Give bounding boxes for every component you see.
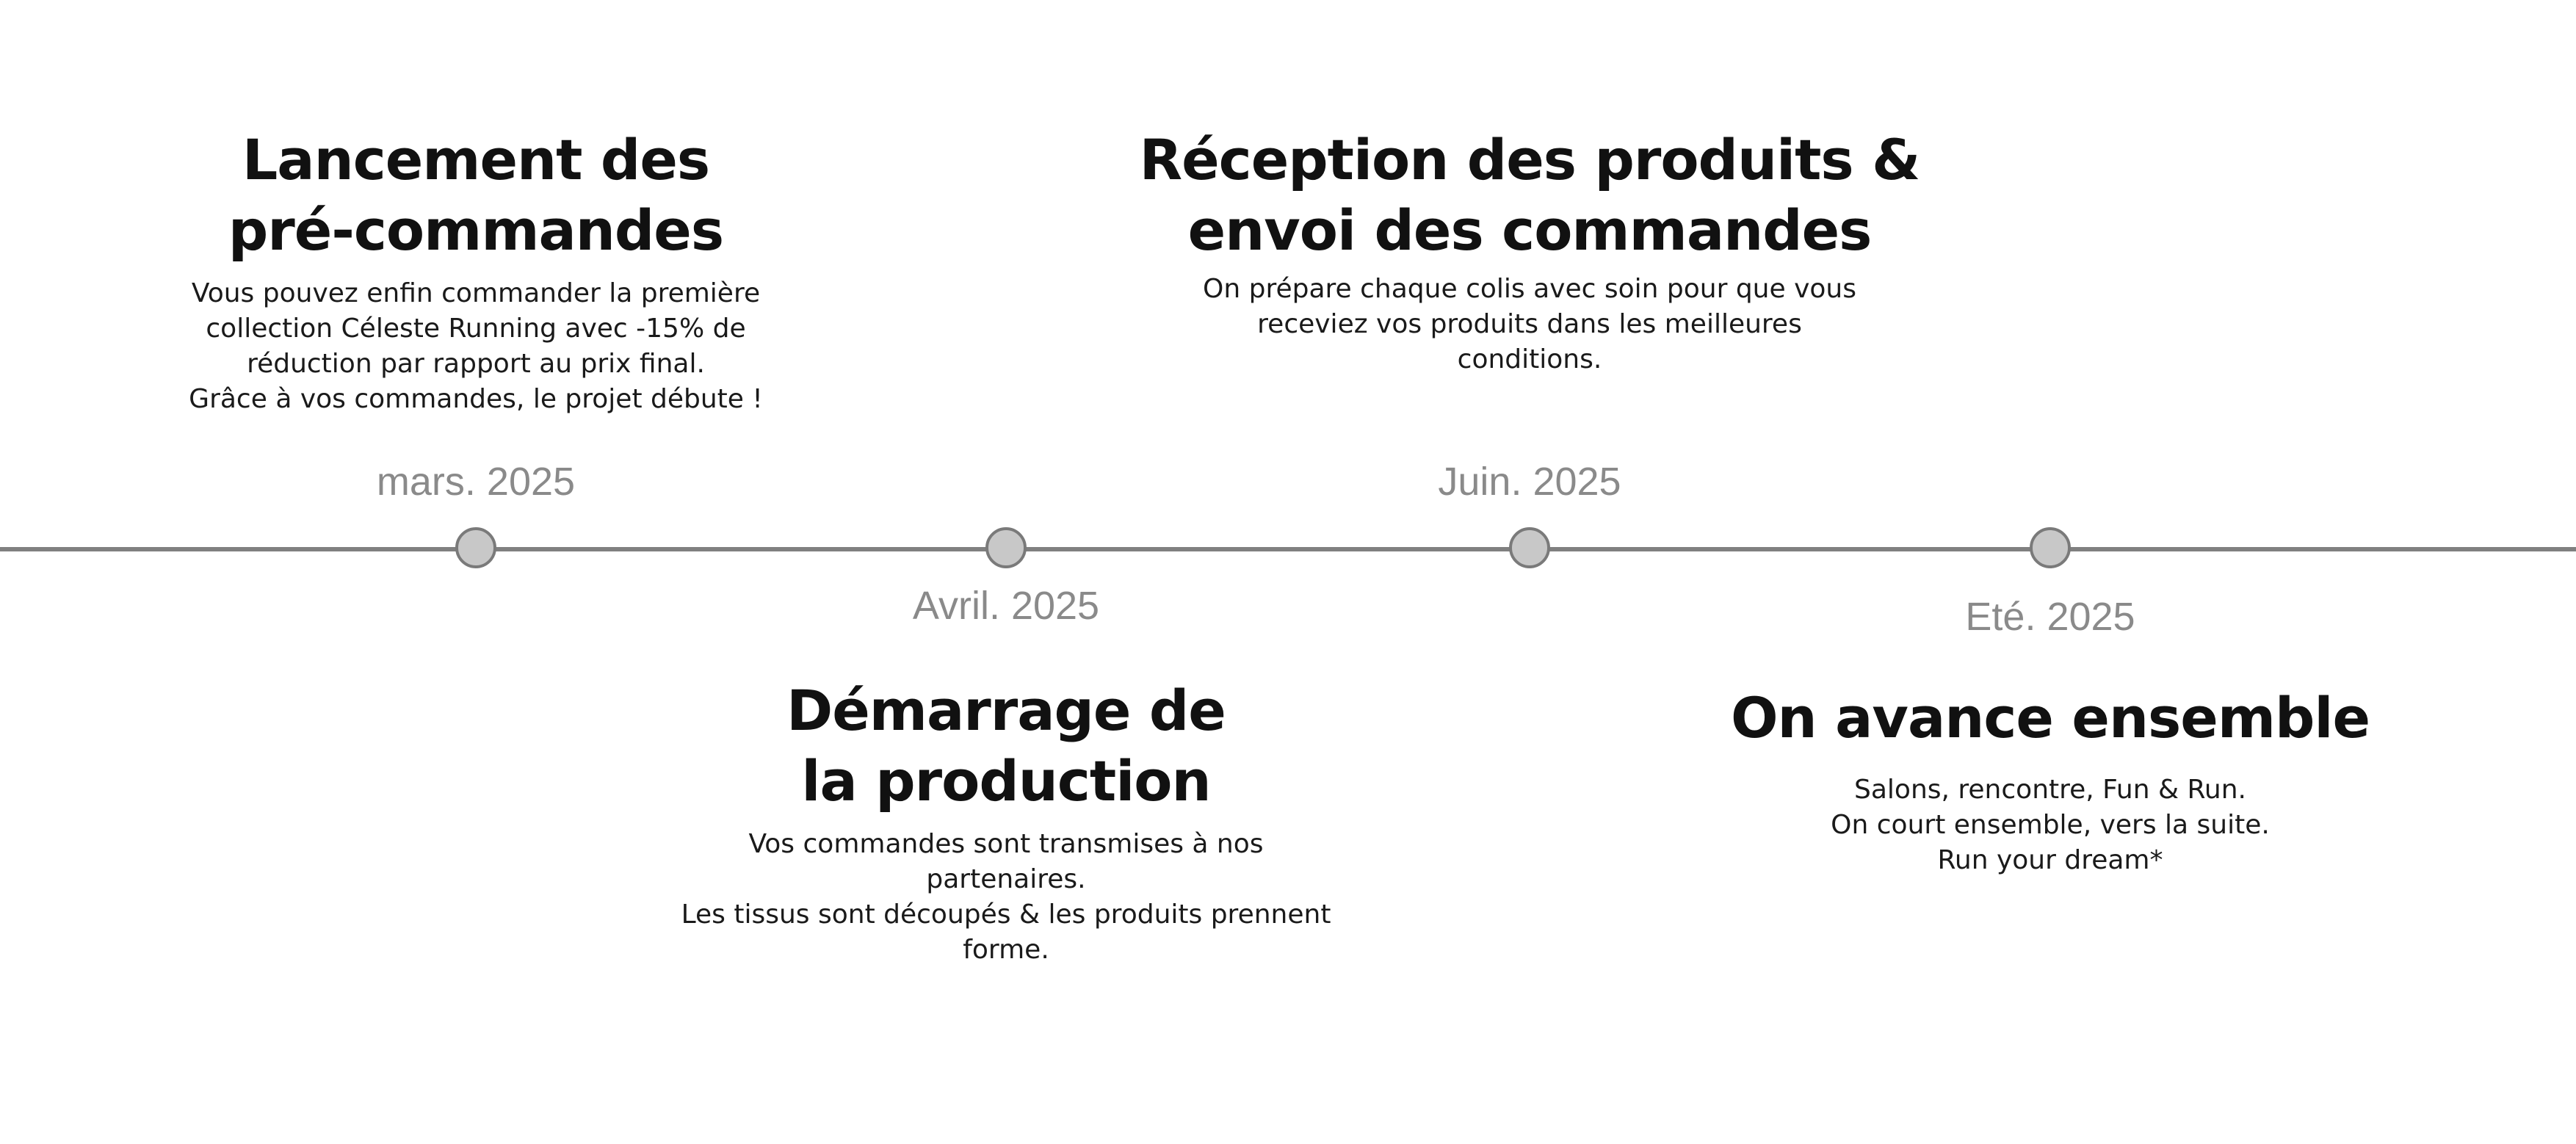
milestone-description-juin: On prépare chaque colis avec soin pour q… [1203, 274, 1856, 374]
timeline-node-ete [2030, 527, 2071, 568]
milestone-date-juin: Juin. 2025 [1438, 460, 1621, 504]
timeline-node-avril [985, 527, 1027, 568]
milestone-title-ete: On avance ensemble [1730, 685, 2370, 750]
milestone-date-avril: Avril. 2025 [912, 584, 1100, 628]
milestone-description-ete: Salons, rencontre, Fun & Run. On court e… [1831, 775, 2270, 875]
milestone-description-avril: Vos commandes sont transmises à nos part… [681, 829, 1331, 965]
milestone-title-juin: Réception des produits & envoi des comma… [1139, 127, 1921, 263]
milestone-juin: Réception des produits & envoi des comma… [1107, 125, 1952, 377]
milestone-description-mars: Vous pouvez enfin commander la première … [189, 278, 763, 414]
milestone-title-avril: Démarrage de la production [786, 678, 1226, 814]
milestone-mars: Lancement des pré-commandes Vous pouvez … [145, 125, 806, 417]
milestone-ete: On avance ensemble Salons, rencontre, Fu… [1683, 683, 2417, 878]
milestone-date-ete: Eté. 2025 [1965, 595, 2135, 639]
milestone-title-mars: Lancement des pré-commandes [228, 127, 724, 263]
milestone-avril: Démarrage de la production Vos commandes… [639, 676, 1373, 968]
timeline-node-mars [455, 527, 496, 568]
milestone-date-mars: mars. 2025 [376, 460, 576, 504]
timeline-node-juin [1509, 527, 1550, 568]
timeline-line [0, 547, 2576, 551]
